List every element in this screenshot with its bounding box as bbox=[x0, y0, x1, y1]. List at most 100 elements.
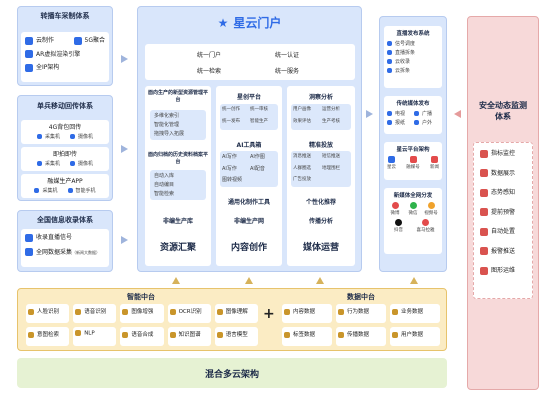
dashboard-icon: 数据展示 bbox=[480, 168, 526, 177]
video-camera-icon: 摄像机 bbox=[70, 160, 93, 167]
col1-bottom: 资源汇聚 bbox=[159, 243, 196, 253]
col2-t2: AI工具箱 bbox=[236, 142, 262, 149]
business-icon: 业务数据 bbox=[390, 304, 440, 323]
behavior-icon: 行为数据 bbox=[336, 304, 386, 323]
cloud-icon: 云收录 bbox=[387, 58, 439, 65]
app-star-icon: 星云 bbox=[387, 156, 396, 170]
logo: ★ 星云门户 bbox=[217, 16, 282, 30]
clip-icon: 直播拆条 bbox=[387, 49, 439, 56]
left-sec2-card3: 融媒生产APP 采集机智能手机 bbox=[21, 174, 109, 198]
col2-footer: 非编生产网 bbox=[233, 218, 264, 225]
arrow-up-icon bbox=[410, 277, 418, 284]
plus-sign: + bbox=[263, 306, 275, 322]
col1-a-title: 面向生产的新型资源管理平台 bbox=[148, 90, 209, 103]
col2-t1: 星创平台 bbox=[236, 94, 261, 101]
left-sec1-card: 云制作 5G聚合 AR虚拟渲染引擎 全IP架构 bbox=[21, 32, 109, 82]
col2-t1-list: 统一创作 统一审核 统一发布 智能生产 bbox=[220, 104, 278, 130]
database-icon: 内容数据 bbox=[282, 304, 332, 323]
right-s4: 新媒体全网分发 微博 微信 视频号 抖音 喜马拉雅 bbox=[384, 188, 442, 254]
col1-b-list: 自动入库 自动编目 智能检索 bbox=[150, 170, 206, 200]
arrow-up-icon bbox=[316, 277, 324, 284]
col2-t3: 通用化制作工具 bbox=[227, 199, 270, 206]
col2-bottom: 内容创作 bbox=[230, 243, 267, 253]
video-camera-icon: 摄像机 bbox=[70, 133, 93, 140]
smartphone-icon: 智能手机 bbox=[67, 187, 96, 194]
data-title: 数据中台 bbox=[347, 293, 375, 301]
right-s3: 星云平台架构 星云 融媒号 新闻 bbox=[384, 142, 442, 180]
nlp-icon: NLP bbox=[73, 327, 117, 346]
security-list: 指标监控 数据展示 态势感知 提前预警 自动处置 报警推送 图形运维 bbox=[473, 142, 533, 299]
monitor-icon: 指标监控 bbox=[480, 148, 526, 158]
cloud-bar bbox=[17, 358, 447, 388]
arrow-up-icon bbox=[245, 277, 253, 284]
col3-t2-list: 消息推送 短信推送 人群圈选 地理围栏 广告投放 bbox=[291, 151, 351, 187]
left-sec2-card1: 4G背包回传 采集机摄像机 bbox=[21, 120, 109, 144]
douyin-icon: 抖音 bbox=[391, 219, 407, 233]
language-model-icon: 语言模型 bbox=[214, 327, 258, 346]
intent-search-icon: 意图检索 bbox=[26, 327, 70, 346]
globe-icon: 全网数据采集（新闻大数据） bbox=[25, 247, 105, 256]
tv-icon: 收录直播信号 bbox=[25, 232, 105, 242]
voice-icon: 语音识别 bbox=[73, 304, 117, 323]
ip-icon: 全IP架构 bbox=[25, 62, 105, 72]
weibo-icon: 微博 bbox=[387, 202, 403, 216]
arrow-up-icon bbox=[172, 277, 180, 284]
newspaper-icon: 报纸 bbox=[387, 119, 410, 126]
signal-icon: 信号调度 bbox=[387, 40, 439, 47]
chart-ops-icon: 图形运维 bbox=[480, 265, 526, 275]
bell-icon: 报警推送 bbox=[480, 246, 526, 255]
col3-t1: 洞察分析 bbox=[308, 94, 333, 101]
col1-a-list: 多维化索引 智能化管理 拖拽导入拓展 bbox=[150, 110, 206, 140]
col2-t2-list: AI写作 AI作图 AI写作 AI配音 图转视频 bbox=[220, 151, 278, 187]
left-sec3-title: 全国信息收录体系 bbox=[37, 216, 93, 224]
data-grid: 内容数据 行为数据 业务数据 标签数据 传播数据 用户数据 bbox=[282, 304, 440, 346]
face-icon: 人脸识别 bbox=[26, 304, 70, 323]
arrow-right-icon bbox=[121, 145, 128, 153]
cloud-title: 混合多云架构 bbox=[204, 370, 259, 380]
col3-footer: 传播分析 bbox=[308, 218, 333, 225]
security-title: 安全动态监测体系 bbox=[479, 101, 527, 121]
arrow-right-icon bbox=[366, 110, 373, 118]
star-logo-icon: ★ bbox=[217, 16, 229, 30]
wechat-icon: 微信 bbox=[405, 202, 421, 216]
arrow-right-icon bbox=[121, 236, 128, 244]
col3-t3: 个性化推荐 bbox=[305, 199, 336, 206]
alert-icon: 提前预警 bbox=[480, 207, 526, 216]
app-news-icon: 新闻 bbox=[430, 156, 439, 170]
ocr-icon: OCR识别 bbox=[167, 304, 211, 323]
channels-icon: 视频号 bbox=[423, 202, 439, 216]
outdoor-screen-icon: 户外 bbox=[414, 119, 437, 126]
camera-icon: 采集机 bbox=[36, 133, 60, 140]
spread-icon: 传播数据 bbox=[336, 327, 386, 346]
app-media-icon: 融媒号 bbox=[406, 156, 420, 170]
user-data-icon: 用户数据 bbox=[390, 327, 440, 346]
ai-title: 智能中台 bbox=[127, 293, 155, 301]
col3-bottom: 媒体运营 bbox=[302, 243, 339, 253]
left-sec3-card: 收录直播信号 全网数据采集（新闻大数据） bbox=[21, 229, 109, 267]
5g-icon: 5G聚合 bbox=[73, 35, 105, 45]
ar-icon: AR虚拟渲染引擎 bbox=[25, 49, 105, 58]
ximalaya-icon: 喜马拉雅 bbox=[416, 219, 436, 233]
tv-icon: 电视 bbox=[387, 110, 410, 117]
cloud-icon: 云制作 bbox=[25, 35, 54, 45]
image-enhance-icon: 图像增强 bbox=[120, 304, 164, 323]
left-sec2-title: 单兵移动回传体系 bbox=[37, 102, 93, 110]
left-sec1-title: 转播车采制体系 bbox=[40, 12, 90, 20]
cloud-clip-icon: 云拆条 bbox=[387, 67, 439, 74]
camera-icon: 采集机 bbox=[34, 187, 58, 194]
col1-b-title: 面向归档的历史资料档案平台 bbox=[148, 152, 209, 165]
right-s1: 直播发布系统 信号调度 直播拆条 云收录 云拆条 bbox=[384, 26, 442, 88]
left-sec2-card2: 即拍即传 采集机摄像机 bbox=[21, 147, 109, 171]
arrow-right-icon bbox=[121, 55, 128, 63]
knowledge-graph-icon: 知识图谱 bbox=[167, 327, 211, 346]
col1-footer: 非编生产库 bbox=[162, 218, 193, 225]
col3-t2: 精准投放 bbox=[308, 142, 333, 149]
radio-icon: 广播 bbox=[414, 110, 437, 117]
speech-synthesis-icon: 语音合成 bbox=[120, 327, 164, 346]
right-s2: 传统媒体发布 电视 广播 报纸 户外 bbox=[384, 96, 442, 134]
tag-icon: 标签数据 bbox=[282, 327, 332, 346]
center-top-box: 统一门户 统一认证 统一检索 统一服务 bbox=[145, 44, 355, 80]
auto-handle-icon: 自动处置 bbox=[480, 226, 526, 236]
arrow-left-icon bbox=[454, 110, 461, 118]
col3-t1-list: 用户画像 运营分析 效果评估 生产考核 bbox=[291, 104, 351, 130]
